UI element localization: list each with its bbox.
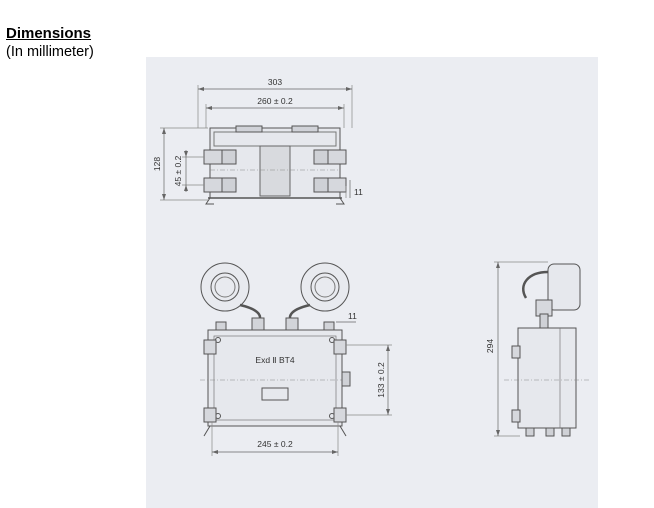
dim-front-clearance: 11 — [348, 311, 357, 321]
dim-top-clearance: 11 — [354, 187, 363, 197]
dim-mount-width: 260 ± 0.2 — [257, 96, 293, 106]
units-note: (In millimeter) — [6, 44, 94, 60]
dim-overall-width: 303 — [268, 77, 282, 87]
right-lamp-head — [300, 262, 350, 312]
dim-front-mount-width: 245 ± 0.2 — [257, 439, 293, 449]
top-view: 303 260 ± 0.2 128 — [152, 77, 363, 205]
side-view: 294 — [485, 261, 590, 437]
side-housing — [517, 327, 577, 429]
ex-marking: Exd Ⅱ BT4 — [255, 355, 294, 365]
front-view: Exd Ⅱ BT4 11 133 ± 0.2 245 ± 0.2 — [200, 262, 392, 456]
dim-mount-spacing: 45 ± 0.2 — [173, 155, 183, 186]
dim-side-height: 294 — [485, 339, 495, 353]
front-housing — [207, 329, 343, 427]
left-lamp-head — [200, 262, 250, 312]
side-lamp-head — [547, 263, 581, 311]
dim-mount-height: 133 ± 0.2 — [376, 362, 386, 398]
dim-overall-height: 128 — [152, 157, 162, 171]
section-heading: Dimensions — [6, 25, 92, 42]
